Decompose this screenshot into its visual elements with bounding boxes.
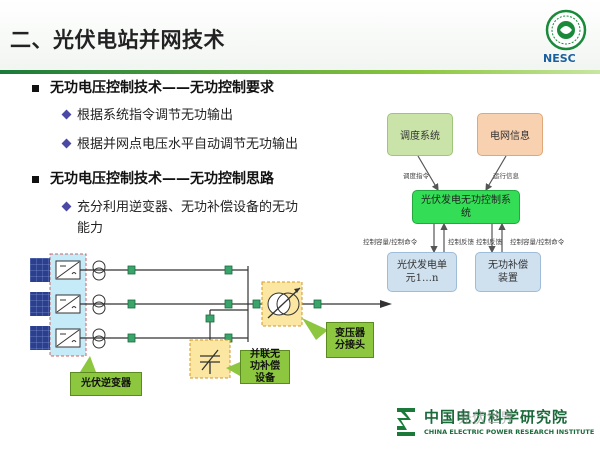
bullet-item: 根据并网点电压水平自动调节无功输出: [77, 137, 299, 152]
ctrl-cap-cmd-label: 控制容量/控制命令: [510, 238, 565, 246]
bullet-heading-2: 无功电压控制技术——无功控制思路: [50, 171, 274, 187]
pv-reactive-control-system-box: 光伏发电无功控制系统: [412, 190, 520, 224]
bullet-item: 能力: [77, 221, 104, 236]
bullet-item: 根据系统指令调节无功输出: [77, 108, 234, 123]
ctrl-feedback-label: 控制反馈: [448, 238, 474, 246]
dispatch-system-box: 调度系统: [387, 113, 453, 156]
pv-array-2: [30, 292, 81, 316]
pv-array-1: [30, 258, 81, 282]
bullet-square-icon: [32, 85, 39, 92]
cepri-logo-icon: [397, 408, 415, 436]
nesc-logo-icon: [545, 9, 587, 51]
bullet-item: 充分利用逆变器、无功补偿设备的无功: [77, 200, 299, 215]
grid-info-box: 电网信息: [477, 113, 543, 156]
title-divider: [0, 70, 600, 74]
title-band: [0, 0, 600, 72]
footer-institute-en: CHINA ELECTRIC POWER RESEARCH INSTITUTE: [424, 428, 595, 436]
watermark: 光伏世界: [458, 411, 514, 427]
bullet-square-icon: [32, 176, 39, 183]
pv-array-3: [30, 326, 81, 350]
reactive-compensation-box: 无功补偿装置: [475, 252, 541, 292]
slide-title: 二、光伏电站并网技术: [10, 28, 225, 52]
logo-label: NESC: [543, 52, 576, 65]
pv-unit-box: 光伏发电单元1…n: [387, 252, 457, 292]
run-info-label: 运行信息: [493, 172, 519, 180]
ctrl-feedback-label: 控制反馈: [476, 238, 502, 246]
inverter-callout: 光伏逆变器: [70, 372, 142, 396]
dispatch-cmd-label: 调度指令: [403, 172, 429, 180]
shunt-compensation-callout: 并联无功补偿设备: [240, 349, 290, 384]
transformer-tap-callout: 变压器分接头: [326, 322, 374, 358]
footer-institute-cn: 中国电力科学研究院: [424, 408, 569, 426]
bullet-heading-1: 无功电压控制技术——无功控制要求: [50, 80, 274, 96]
ctrl-cap-cmd-label: 控制容量/控制命令: [363, 238, 418, 246]
